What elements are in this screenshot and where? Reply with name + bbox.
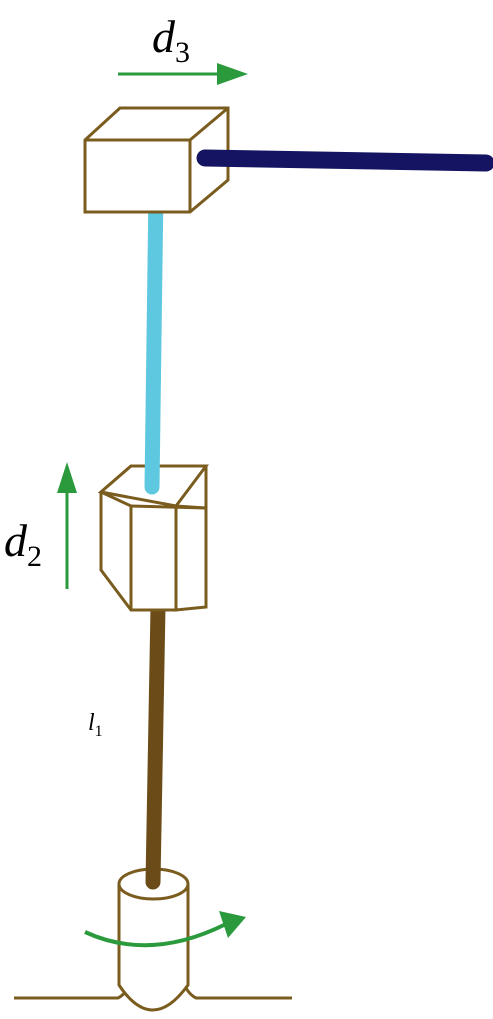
d2-arrowhead [57, 462, 77, 493]
label-d2: d2 [4, 515, 42, 573]
base-rotation-arrowhead [219, 911, 246, 938]
base-rotation-arrow [84, 922, 227, 948]
label-d3: d3 [152, 11, 190, 69]
vertical-arm-d2 [144, 182, 164, 495]
upper-box [83, 106, 230, 214]
d3-arrowhead [217, 63, 248, 85]
link-l1 [145, 599, 166, 890]
label-l1: l1 [88, 710, 103, 740]
horizontal-arm-d3 [196, 149, 493, 172]
